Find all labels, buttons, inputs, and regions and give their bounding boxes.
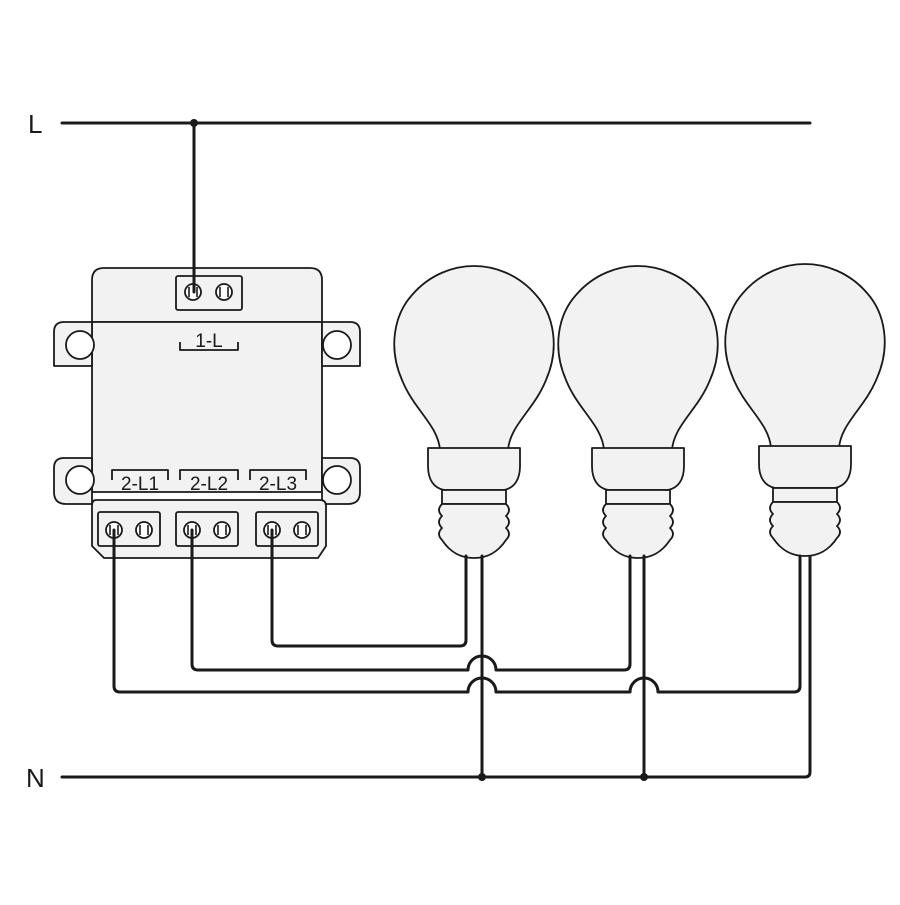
output-terminal-2-screw-2 <box>213 521 231 539</box>
wire-output2-to-bulb2 <box>190 528 632 672</box>
output-terminal-bracket-2 <box>179 469 239 480</box>
output-terminal-label-1: 2-L1 <box>121 474 159 495</box>
wire-output1-to-bulb3 <box>112 528 802 694</box>
neutral-rail-label: N <box>26 763 45 793</box>
mounting-hole-top-right <box>322 330 352 360</box>
module-bottom-housing <box>91 499 327 559</box>
output-terminal-3-screw-2 <box>293 521 311 539</box>
switch-module: 1-L 2-L1 2-L2 2-L3 <box>53 267 361 559</box>
light-bulb-3 <box>724 263 886 557</box>
output-terminal-bracket-3 <box>249 469 307 480</box>
mounting-hole-top-left <box>65 330 95 360</box>
input-terminal-bracket <box>179 342 239 351</box>
output-terminal-bracket-1 <box>111 469 169 480</box>
input-terminal-label: 1-L <box>195 331 222 352</box>
wire-output3-to-bulb1 <box>270 528 468 648</box>
output-terminal-block-1 <box>97 511 161 547</box>
neutral-rail <box>60 554 812 779</box>
output-terminal-block-3 <box>255 511 319 547</box>
output-terminal-label-2: 2-L2 <box>190 474 228 495</box>
output-terminal-label-3: 2-L3 <box>259 474 297 495</box>
light-bulb-1 <box>393 265 555 559</box>
mounting-hole-bottom-left <box>65 465 95 495</box>
line-rail-label: L <box>28 109 42 139</box>
input-terminal-block <box>175 275 243 311</box>
output-terminal-1-screw-2 <box>135 521 153 539</box>
input-terminal-screw-2 <box>215 283 233 301</box>
output-terminal-block-2 <box>175 511 239 547</box>
light-bulb-2 <box>557 265 719 559</box>
mounting-hole-bottom-right <box>322 465 352 495</box>
